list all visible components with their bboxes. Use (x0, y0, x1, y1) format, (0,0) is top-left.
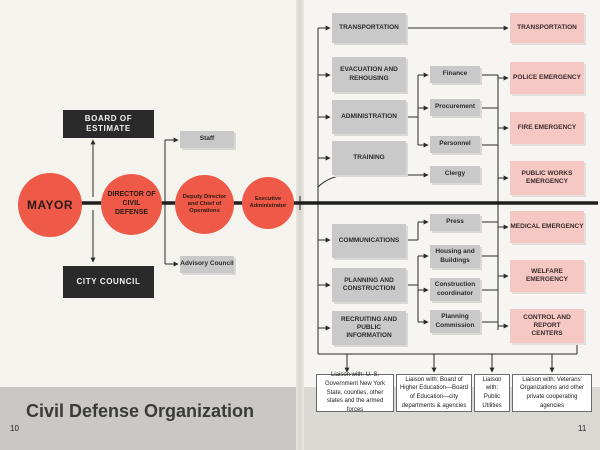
personnel-box: Personnel (430, 136, 480, 153)
transportation-unit-box: TRANSPORTATION (332, 13, 406, 43)
director-circle: DIRECTOR OF CIVIL DEFENSE (101, 174, 162, 235)
liaison-education-box: Liaison with: Board of Higher Education—… (396, 374, 472, 412)
welfare-emergency-box: WELFARE EMERGENCY (510, 260, 584, 292)
control-report-centers-box: CONTROL AND REPORT CENTERS (510, 309, 584, 343)
page-title: Civil Defense Organization (26, 401, 255, 421)
liaison-government-box: Liaison with: U. S. Government New York … (316, 372, 394, 413)
page-gutter (296, 0, 304, 450)
training-unit-box: TRAINING (332, 141, 406, 175)
planning-commission-box: Planning Commission (430, 310, 480, 333)
communications-unit-box: COMMUNICATIONS (332, 224, 406, 258)
procurement-box: Procurement (430, 99, 480, 116)
clergy-box: Clergy (430, 166, 480, 183)
construction-coordinator-box: Construction coordinator (430, 278, 480, 301)
finance-box: Finance (430, 66, 480, 83)
administration-unit-box: ADMINISTRATION (332, 100, 406, 134)
evacuation-unit-box: EVACUATION AND REHOUSING (332, 57, 406, 92)
medical-emergency-box: MEDICAL EMERGENCY (510, 211, 584, 243)
staff-box: Staff (180, 131, 234, 148)
executive-administrator-circle: Executive Administrator (242, 177, 294, 229)
advisory-council-box: Advisory Council (180, 256, 234, 273)
left-footer-band (0, 387, 300, 450)
right-page-number: 11 (578, 424, 587, 433)
deputy-director-circle: Deputy Director and Chief of Operations (175, 175, 234, 234)
liaison-utilities-box: Liaison with: Public Utilities (474, 374, 510, 412)
mayor-circle: MAYOR (18, 173, 82, 237)
planning-construction-unit-box: PLANNING AND CONSTRUCTION (332, 268, 406, 302)
press-box: Press (430, 214, 480, 231)
left-page-number: 10 (10, 424, 19, 433)
emergency-transportation-box: TRANSPORTATION (510, 13, 584, 43)
recruiting-unit-box: RECRUITING AND PUBLIC INFORMATION (332, 311, 406, 345)
city-council-box: CITY COUNCIL (63, 266, 154, 298)
police-emergency-box: POLICE EMERGENCY (510, 62, 584, 94)
housing-buildings-box: Housing and Buildings (430, 245, 480, 268)
fire-emergency-box: FIRE EMERGENCY (510, 112, 584, 144)
liaison-veterans-box: Liaison with: Veterans' Organizations an… (512, 374, 592, 412)
public-works-emergency-box: PUBLIC WORKS EMERGENCY (510, 161, 584, 195)
board-of-estimate-box: BOARD OF ESTIMATE (63, 110, 154, 138)
